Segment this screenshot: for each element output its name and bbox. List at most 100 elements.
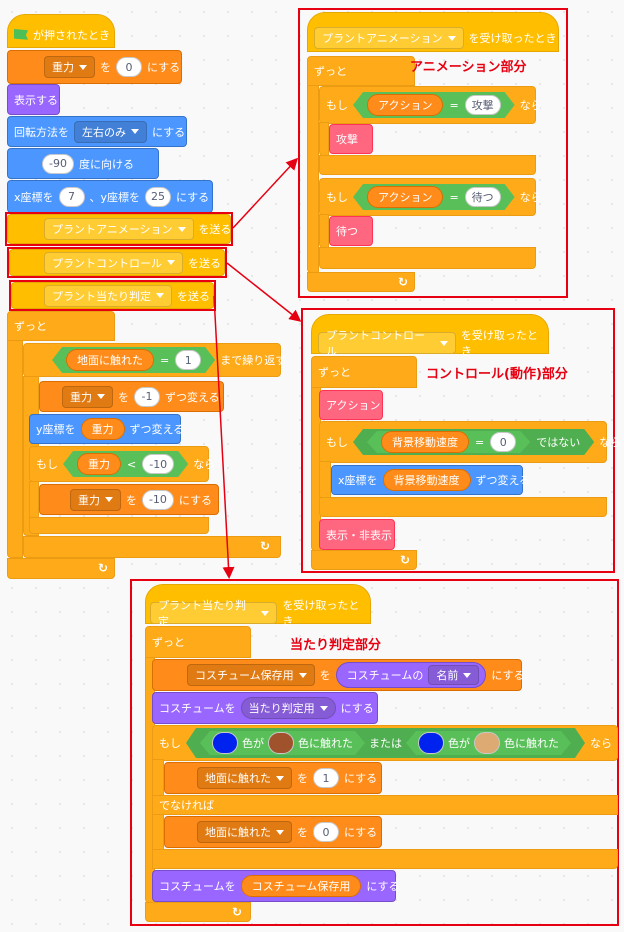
- if-end: [319, 155, 536, 175]
- loop-arrow-icon: ↻: [398, 275, 409, 289]
- if-end: [29, 517, 209, 534]
- color-touching-color-2[interactable]: 色が 色に触れた: [406, 731, 571, 755]
- value-input[interactable]: 0: [116, 57, 142, 77]
- variable-dropdown[interactable]: 重力: [44, 56, 95, 78]
- hat-label: が押されたとき: [33, 29, 110, 42]
- goto-xy-block[interactable]: x座標を 7 、y座標を 25 にする: [7, 180, 213, 213]
- attack-block[interactable]: 攻撃: [329, 124, 373, 154]
- highlight-box-animation: [5, 212, 233, 246]
- forever-end: ↻: [307, 272, 415, 292]
- costume-reporter[interactable]: コスチュームの 名前: [335, 662, 487, 688]
- loop-arrow-icon: ↻: [400, 553, 411, 567]
- equals-condition[interactable]: 背景移動速度 = 0: [367, 431, 530, 453]
- flag-hat-block[interactable]: が押されたとき: [7, 14, 115, 48]
- color-swatch-blue[interactable]: [418, 732, 444, 754]
- variable-dropdown[interactable]: 地面に触れた: [197, 821, 292, 843]
- green-flag-icon: [14, 29, 28, 40]
- costume-dropdown[interactable]: 当たり判定用: [240, 697, 336, 719]
- color-swatch-brown[interactable]: [268, 732, 294, 754]
- less-than-condition[interactable]: 重力 < -10: [63, 451, 188, 477]
- variable-dropdown[interactable]: 重力: [62, 385, 113, 408]
- y-input[interactable]: 25: [145, 186, 172, 207]
- forever-end: ↻: [145, 902, 251, 922]
- receive-control-hat[interactable]: プラントコントロール を受け取ったとき: [311, 314, 549, 358]
- loop-arrow-icon: ↻: [260, 539, 271, 553]
- if-end: [319, 497, 607, 517]
- highlight-box-control: [7, 247, 227, 278]
- if-block[interactable]: もし 重力 < -10 なら: [29, 446, 215, 482]
- loop-arrow-icon: ↻: [232, 905, 243, 919]
- equals-condition[interactable]: 地面に触れた = 1: [52, 347, 215, 373]
- switch-costume-block[interactable]: コスチュームを 当たり判定用 にする: [152, 692, 378, 724]
- hit-section-frame: [130, 579, 619, 926]
- set-touched-1-block[interactable]: 地面に触れた を 1 にする: [164, 762, 382, 794]
- toggle-visibility-block[interactable]: 表示・非表示: [319, 519, 395, 550]
- arrow-to-animation: [232, 157, 299, 229]
- message-dropdown[interactable]: プラント当たり判定: [44, 284, 172, 307]
- change-y-block[interactable]: y座標を 重力 ずつ変える: [29, 414, 184, 444]
- not-condition[interactable]: 背景移動速度 = 0 ではない: [353, 429, 594, 455]
- color-touching-color-1[interactable]: 色が 色に触れた: [200, 731, 365, 755]
- variable-reporter[interactable]: 地面に触れた: [66, 349, 154, 371]
- color-swatch-tan[interactable]: [474, 732, 500, 754]
- show-block[interactable]: 表示する: [7, 84, 60, 115]
- action-block[interactable]: アクション: [319, 390, 383, 420]
- forever-end: ↻: [7, 558, 115, 579]
- equals-condition[interactable]: アクション = 攻撃: [353, 92, 515, 118]
- point-direction-block[interactable]: -90 度に向ける: [7, 148, 159, 179]
- repeat-until-block[interactable]: 地面に触れた = 1 まで繰り返す: [23, 343, 286, 377]
- control-section-title: コントロール(動作)部分: [426, 367, 568, 382]
- or-condition[interactable]: 色が 色に触れた または 色が 色に触れた: [186, 728, 585, 758]
- if-wait-block[interactable]: もし アクション = 待つ なら: [319, 178, 542, 216]
- equals-condition[interactable]: アクション = 待つ: [353, 184, 515, 210]
- set-costume-var-block[interactable]: コスチューム保存用 を コスチュームの 名前 にする: [152, 659, 524, 691]
- message-dropdown[interactable]: プラントアニメーション: [314, 27, 464, 49]
- if-not-block[interactable]: もし 背景移動速度 = 0 ではない なら: [319, 421, 621, 463]
- forever-end: ↻: [311, 550, 417, 570]
- animation-section-title: アニメーション部分: [410, 60, 527, 75]
- receive-hit-hat[interactable]: プラント当たり判定 を受け取ったとき: [145, 584, 371, 628]
- variable-reporter[interactable]: コスチューム保存用: [240, 875, 362, 897]
- change-gravity-block[interactable]: 重力 を -1 ずつ変える: [39, 381, 224, 412]
- if-else-end: [152, 849, 618, 869]
- forever-block[interactable]: ずっと: [7, 311, 115, 341]
- message-dropdown[interactable]: プラント当たり判定: [150, 599, 278, 628]
- arrow-to-control: [226, 262, 302, 322]
- forever-block[interactable]: ずっと: [311, 356, 417, 388]
- rotation-style-block[interactable]: 回転方法を 左右のみ にする: [7, 116, 187, 147]
- color-swatch-blue[interactable]: [212, 732, 238, 754]
- set-gravity-limit-block[interactable]: 重力 を -10 にする: [39, 484, 219, 515]
- receive-animation-hat[interactable]: プラントアニメーション を受け取ったとき: [307, 12, 559, 52]
- repeat-end: ↻: [23, 536, 281, 558]
- rotation-dropdown[interactable]: 左右のみ: [74, 120, 147, 143]
- broadcast-hit-block[interactable]: プラント当たり判定 を送る: [11, 282, 214, 309]
- costume-attr-dropdown[interactable]: 名前: [428, 665, 480, 685]
- message-dropdown[interactable]: プラントアニメーション: [44, 218, 194, 240]
- variable-reporter[interactable]: 重力: [80, 418, 125, 440]
- if-end: [319, 247, 536, 269]
- set-gravity-block[interactable]: 重力 を 0 にする: [7, 50, 182, 84]
- control-section-frame: [301, 308, 615, 573]
- forever-block[interactable]: ずっと: [145, 626, 251, 658]
- arrow-to-hit: [213, 295, 235, 579]
- forever-arm: [7, 340, 23, 558]
- forever-block[interactable]: ずっと: [307, 56, 415, 86]
- direction-input[interactable]: -90: [42, 153, 74, 174]
- if-else-block[interactable]: もし 色が 色に触れた または 色が 色に触れた なら: [152, 725, 618, 761]
- switch-costume-var-block[interactable]: コスチュームを コスチューム保存用 にする: [152, 870, 399, 902]
- variable-dropdown[interactable]: コスチューム保存用: [187, 664, 315, 686]
- message-dropdown[interactable]: プラントコントロール: [318, 329, 456, 358]
- message-dropdown[interactable]: プラントコントロール: [44, 251, 183, 274]
- wait-block[interactable]: 待つ: [329, 216, 373, 246]
- broadcast-control-block[interactable]: プラントコントロール を送る: [9, 249, 225, 276]
- animation-section-frame: [298, 8, 568, 298]
- if-attack-block[interactable]: もし アクション = 攻撃 なら: [319, 86, 542, 124]
- x-input[interactable]: 7: [58, 186, 85, 207]
- variable-dropdown[interactable]: 重力: [70, 488, 121, 511]
- variable-dropdown[interactable]: 地面に触れた: [197, 767, 292, 789]
- highlight-box-hit: [9, 280, 216, 311]
- change-x-block[interactable]: x座標を 背景移動速度 ずつ変える: [331, 465, 530, 495]
- set-touched-0-block[interactable]: 地面に触れた を 0 にする: [164, 816, 382, 848]
- broadcast-animation-block[interactable]: プラントアニメーション を送る: [7, 214, 232, 244]
